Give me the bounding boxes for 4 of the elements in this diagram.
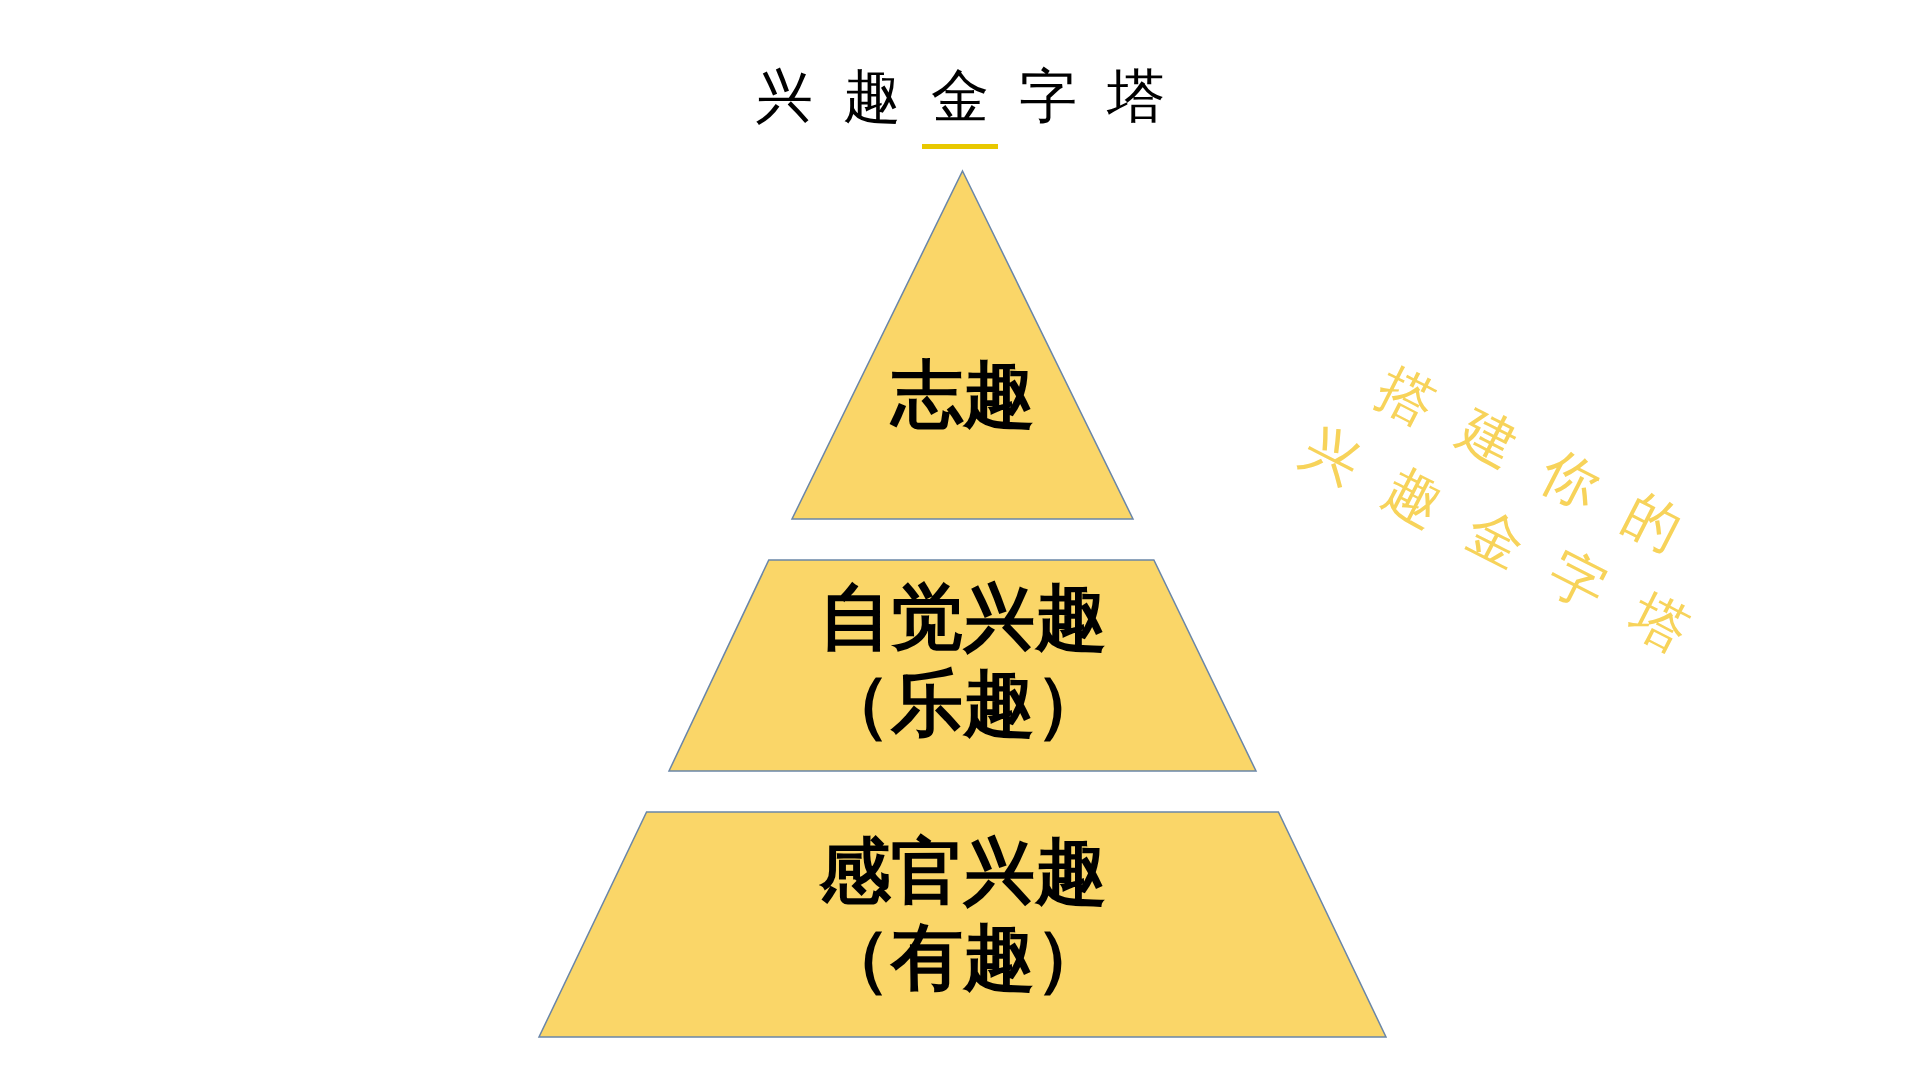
tier-label: 自觉兴趣（乐趣） [817, 574, 1108, 747]
tier-label: 感官兴趣（有趣） [817, 828, 1108, 1001]
tier-label: 志趣 [888, 351, 1036, 438]
title: 兴趣金字塔 [754, 61, 1195, 132]
